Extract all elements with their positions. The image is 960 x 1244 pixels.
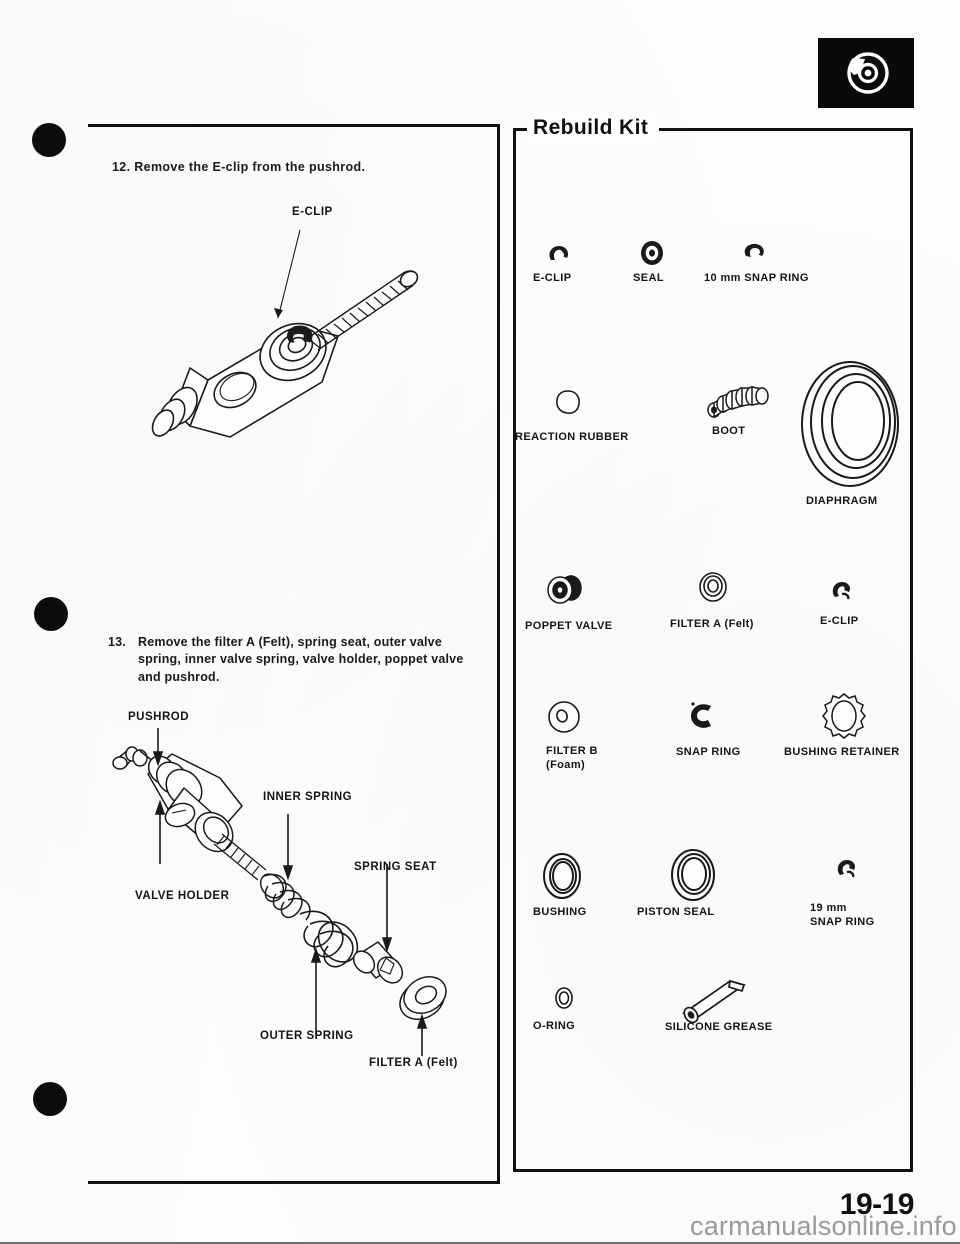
figure-label-pushrod: PUSHROD [128, 711, 190, 723]
step-12: 12. Remove the E-clip from the pushrod. [112, 160, 472, 174]
snap-ring-icon [691, 702, 711, 728]
kit-label-diaphragm: DIAPHRAGM [806, 495, 878, 507]
binder-punch-dot [33, 1082, 67, 1116]
figure-label-outer-spring: OUTER SPRING [260, 1030, 354, 1042]
step-12-body: Remove the E-clip from the pushrod. [134, 160, 366, 174]
kit-label-seal: SEAL [633, 272, 664, 284]
kit-label-bushing-retainer: BUSHING RETAINER [784, 746, 900, 758]
kit-label-filter-b-foam: FILTER B (Foam) [546, 745, 598, 771]
e-clip-icon [832, 582, 851, 600]
chapter-badge [818, 38, 914, 108]
bushing-retainer-icon [822, 693, 866, 739]
o-ring-icon [555, 987, 573, 1009]
e-clip-small-icon [549, 246, 569, 260]
page-number: 19-19 [839, 1188, 915, 1221]
kit-label-filter-a-felt: FILTER A (Felt) [670, 618, 754, 630]
step-13: 13. Remove the filter A (Felt), spring s… [108, 634, 474, 686]
rebuild-kit-title: Rebuild Kit [533, 116, 649, 139]
figure-label-filter-a: FILTER A (Felt) [369, 1057, 458, 1069]
kit-label-poppet-valve: POPPET VALVE [525, 620, 613, 632]
filter-b-icon [548, 701, 580, 733]
poppet-valve-icon [547, 574, 582, 604]
kit-label-reaction-rubber: REACTION RUBBER [515, 431, 629, 443]
grease-tube-icon [682, 979, 746, 1023]
brake-rotor-icon [847, 52, 889, 94]
kit-label-snap-ring-10mm: 10 mm SNAP RING [704, 272, 809, 284]
site-watermark: carmanualsonline.info [690, 1211, 957, 1241]
diaphragm-icon [801, 361, 899, 487]
boot-icon [707, 386, 769, 419]
kit-label-o-ring: O-RING [533, 1020, 576, 1032]
rebuild-kit-panel [513, 128, 913, 1172]
kit-label-boot: BOOT [712, 425, 746, 437]
figure-step-13-exploded-assembly [112, 728, 447, 1056]
figure-label-inner-spring: INNER SPRING [263, 791, 353, 803]
kit-label-bushing: BUSHING [533, 906, 587, 918]
filter-a-icon [699, 572, 727, 602]
step-13-number: 13. [108, 635, 126, 649]
kit-label-snap-ring-19mm: 19 mm SNAP RING [810, 902, 875, 928]
kit-label-piston-seal: PISTON SEAL [637, 906, 715, 918]
binder-punch-dot [32, 123, 66, 157]
kit-label-snap-ring: SNAP RING [676, 746, 741, 758]
snap-ring-small-icon [744, 243, 764, 257]
step-12-number: 12. [112, 160, 131, 174]
figure-label-valve-holder: VALVE HOLDER [135, 890, 230, 902]
reaction-rubber-icon [556, 390, 580, 414]
kit-label-e-clip-1: E-CLIP [533, 272, 572, 284]
seal-icon [641, 241, 663, 265]
binder-punch-dot [34, 597, 68, 631]
snap-ring-19-icon [837, 860, 856, 878]
piston-seal-icon [671, 849, 715, 901]
rebuild-kit-title-mask [527, 112, 659, 146]
kit-label-e-clip-2: E-CLIP [820, 615, 859, 627]
left-column-frame [88, 124, 500, 1184]
bushing-icon [543, 853, 581, 899]
figure-step-12-valve-holder [151, 230, 419, 438]
step-13-body: Remove the filter A (Felt), spring seat,… [138, 635, 464, 684]
footer-rule [0, 1242, 960, 1244]
figure-label-e-clip: E-CLIP [292, 206, 333, 218]
kit-label-silicone-grease: SILICONE GREASE [665, 1021, 773, 1033]
figure-label-spring-seat: SPRING SEAT [354, 861, 437, 873]
